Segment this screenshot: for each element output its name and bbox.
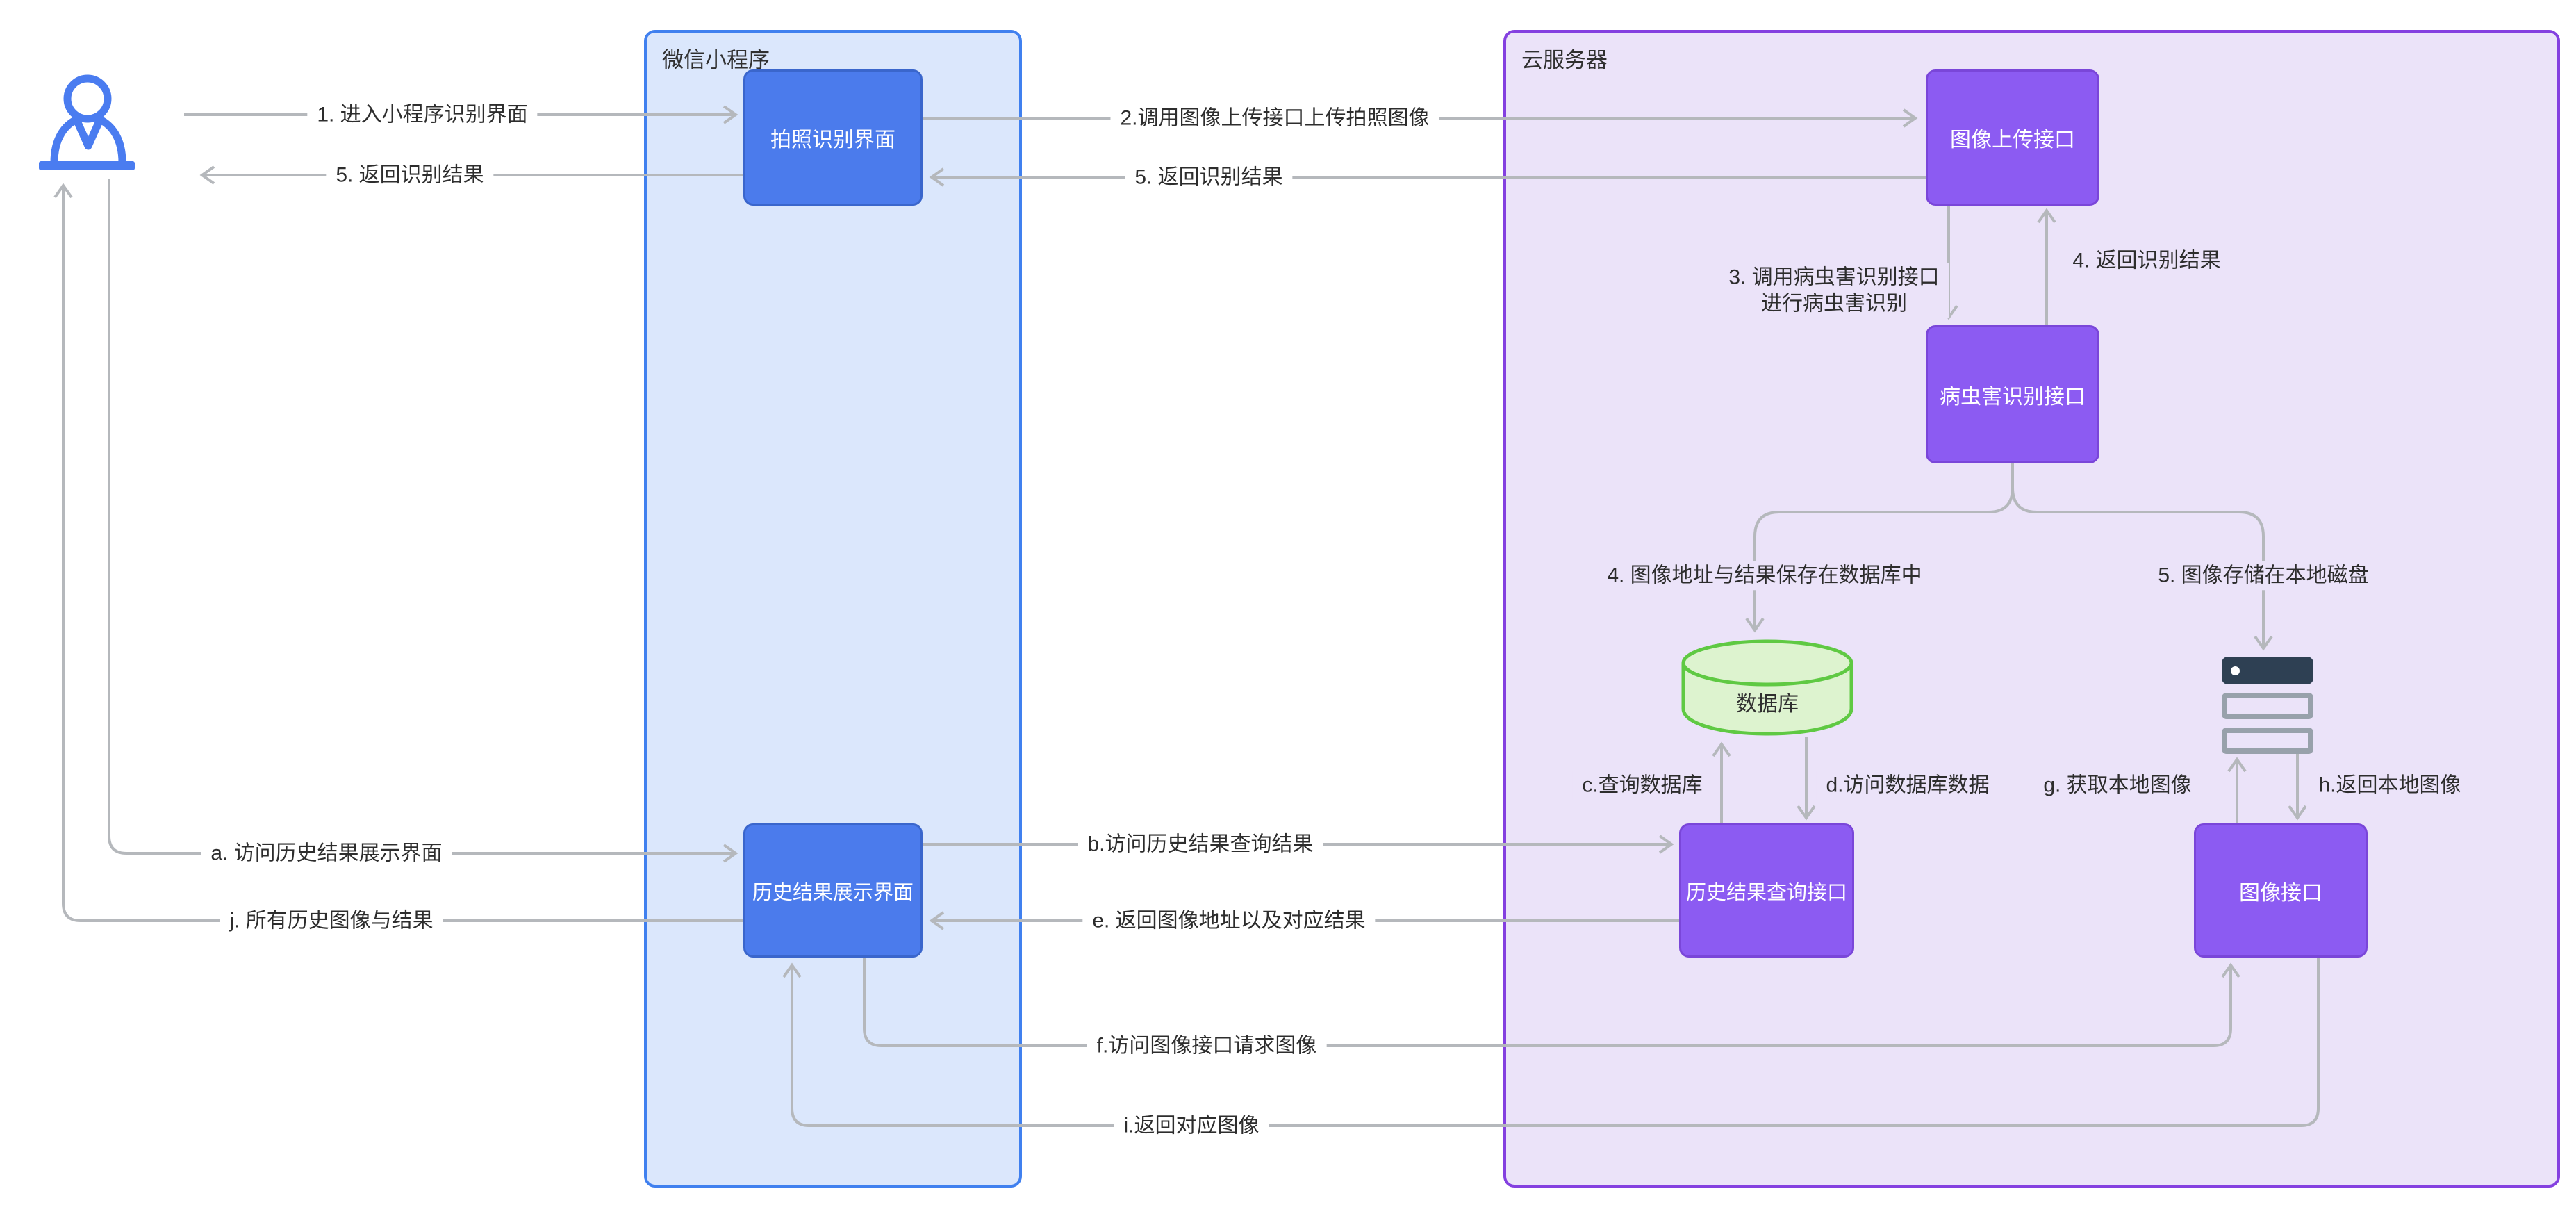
edge-label-f: f.访问图像接口请求图像 (1087, 1031, 1327, 1060)
edge-label-g: g. 获取本地图像 (2033, 771, 2202, 800)
edge-label-d: d.访问数据库数据 (1816, 771, 1999, 800)
disk-middle-bar (2222, 693, 2313, 719)
node-photo-recognition-ui[interactable]: 拍照识别界面 (743, 69, 923, 206)
edge-label-i: i.返回对应图像 (1114, 1111, 1269, 1140)
wechat-miniprogram-container[interactable]: 微信小程序 (644, 30, 1022, 1188)
edge-label-step3: 3. 调用病虫害识别接口 进行病虫害识别 (1719, 263, 1949, 318)
user-actor-icon[interactable] (35, 68, 139, 174)
edge-label-step4-return: 4. 返回识别结果 (2063, 246, 2231, 275)
node-label: 图像接口 (2239, 881, 2322, 905)
node-history-display-ui[interactable]: 历史结果展示界面 (743, 823, 923, 958)
edge-label-step5-to-user: 5. 返回识别结果 (326, 161, 494, 190)
edge-label-b: b.访问历史结果查询结果 (1078, 830, 1323, 859)
person-icon (39, 74, 135, 170)
node-label: 病虫害识别接口 (1940, 385, 2086, 409)
edge-label-a: a. 访问历史结果展示界面 (201, 839, 452, 868)
local-disk-server-icon[interactable] (2222, 657, 2313, 754)
database-label: 数据库 (1736, 693, 1799, 716)
node-label: 历史结果展示界面 (752, 881, 914, 904)
wechat-container-label: 微信小程序 (662, 48, 770, 72)
edge-label-c: c.查询数据库 (1572, 771, 1712, 800)
disk-led-dot (2231, 666, 2240, 675)
node-label: 拍照识别界面 (770, 129, 895, 151)
node-pest-recognition-api[interactable]: 病虫害识别接口 (1926, 325, 2099, 463)
disk-bottom-bar (2222, 728, 2313, 754)
cloud-server-container[interactable]: 云服务器 (1503, 30, 2560, 1188)
database-cylinder[interactable] (1681, 638, 1854, 737)
database-icon (1681, 639, 1853, 736)
edge-label-j: j. 所有历史图像与结果 (220, 906, 443, 935)
edge-label-step3-line2: 进行病虫害识别 (1760, 292, 1907, 315)
node-label: 历史结果查询接口 (1685, 881, 1847, 904)
edge-label-step5-to-mini: 5. 返回识别结果 (1125, 163, 1293, 192)
edge-label-h: h.返回本地图像 (2309, 771, 2471, 800)
cloud-container-label: 云服务器 (1521, 48, 1608, 72)
disk-top-bar (2222, 657, 2313, 684)
edge-label-step3-line1: 3. 调用病虫害识别接口 (1728, 265, 1940, 289)
node-label: 图像上传接口 (1950, 129, 2075, 151)
node-image-upload-api[interactable]: 图像上传接口 (1926, 69, 2099, 206)
edge-label-step1: 1. 进入小程序识别界面 (307, 100, 538, 129)
edge-label-step2: 2.调用图像上传接口上传拍照图像 (1110, 104, 1439, 133)
edge-label-e: e. 返回图像地址以及对应结果 (1082, 906, 1376, 935)
edge-label-step4-db: 4. 图像地址与结果保存在数据库中 (1597, 561, 1932, 590)
node-image-api[interactable]: 图像接口 (2194, 823, 2368, 958)
node-history-query-api[interactable]: 历史结果查询接口 (1679, 823, 1854, 958)
edge-label-step5-disk: 5. 图像存储在本地磁盘 (2148, 561, 2379, 590)
